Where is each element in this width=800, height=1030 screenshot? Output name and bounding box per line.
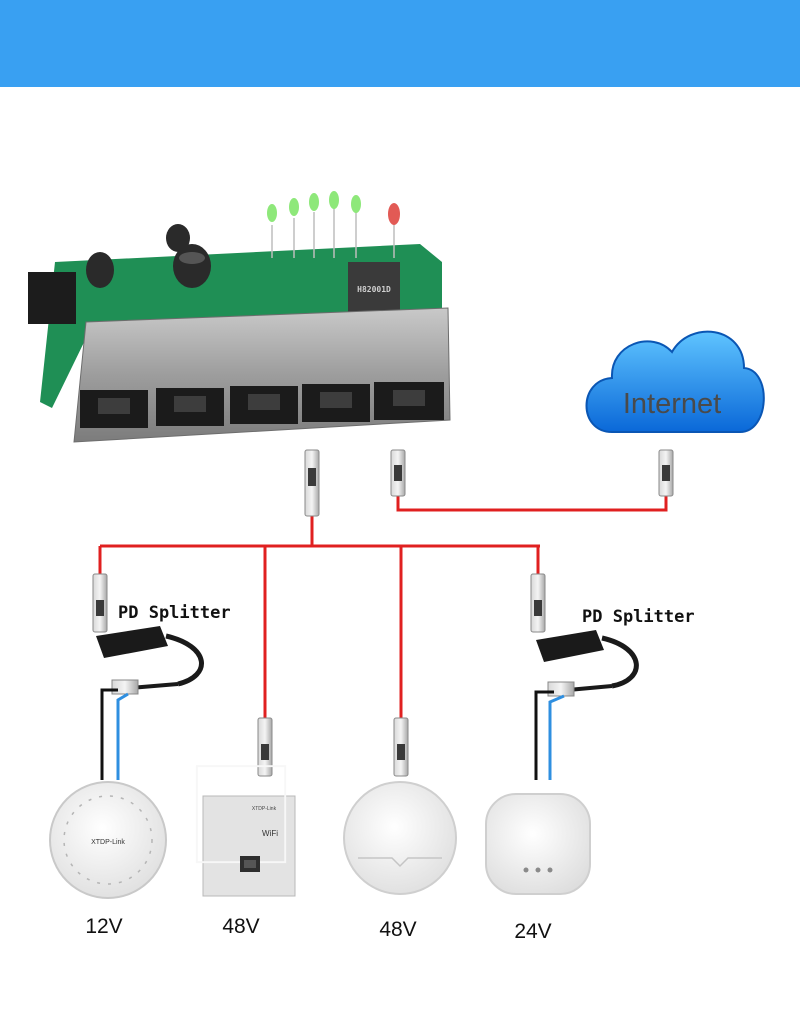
poe-switch: H82001D — [28, 191, 451, 443]
switch-port — [80, 390, 148, 428]
voltage-label: 48V — [379, 918, 416, 941]
device-dome-ap — [343, 781, 457, 895]
switch-port — [302, 384, 370, 422]
switch-port — [230, 386, 298, 424]
device-wall-panel-ap: XTDP-Link WiFi — [195, 765, 296, 897]
device-ceiling-ap: XTDP-Link — [49, 781, 167, 899]
rj45-connector — [257, 717, 273, 777]
uplink-cable — [396, 495, 668, 512]
internet-cloud: Internet — [585, 330, 765, 433]
rj45-connector — [92, 573, 108, 633]
device-brand: XTDP-Link — [252, 806, 277, 812]
pd-splitter-left: PD Splitter — [96, 603, 231, 780]
top-banner — [0, 0, 800, 87]
internet-label: Internet — [623, 388, 721, 420]
voltage-label: 24V — [514, 920, 551, 943]
rj45-connectors — [92, 449, 674, 777]
pd-splitter-right: PD Splitter — [534, 607, 695, 780]
pd-splitter-label: PD Splitter — [118, 603, 231, 623]
rj45-connector — [658, 449, 674, 497]
switch-port — [374, 382, 444, 420]
rj45-connector — [530, 573, 546, 633]
dc-jack — [28, 272, 76, 324]
indicator-led — [547, 867, 553, 873]
pd-splitter-label: PD Splitter — [582, 607, 695, 627]
rj45-connector — [393, 717, 409, 777]
indicator-led — [523, 867, 529, 873]
voltage-label: 48V — [222, 915, 259, 938]
poe-cables — [98, 495, 668, 720]
switch-chip — [348, 262, 400, 314]
indicator-led — [535, 867, 541, 873]
device-square-ap — [485, 793, 591, 895]
capacitors — [86, 224, 211, 288]
pcb-board — [40, 244, 442, 408]
device-brand: XTDP-Link — [91, 839, 125, 846]
status-leds — [267, 191, 400, 258]
switch-port — [156, 388, 224, 426]
wifi-label: WiFi — [262, 829, 278, 838]
voltage-label: 12V — [85, 915, 122, 938]
voltage-labels: 12V 48V 48V 24V — [85, 915, 551, 943]
switch-ports — [80, 382, 444, 428]
rj45-connector — [390, 449, 406, 497]
rj45-connector — [304, 449, 320, 517]
chip-marking: H82001D — [357, 285, 391, 294]
